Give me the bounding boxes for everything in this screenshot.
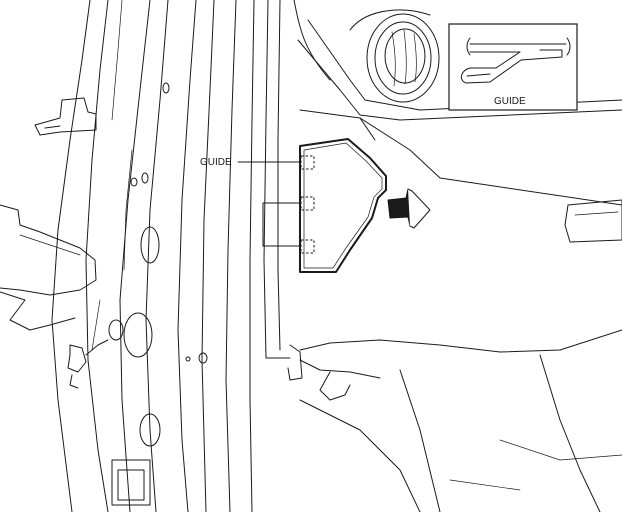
body-pillar	[51, 0, 255, 512]
guide-callout-label: GUIDE	[200, 157, 232, 168]
a-pillar-trim	[263, 0, 331, 381]
air-vent	[349, 9, 440, 103]
inset-guide-label: GUIDE	[494, 96, 526, 107]
side-cover-panel	[299, 138, 387, 273]
guide-callout-leaders	[237, 161, 302, 247]
guide-clip-detail	[460, 37, 571, 84]
guide-detail-inset: GUIDE	[448, 23, 578, 111]
left-bracket	[0, 97, 109, 389]
removal-direction-arrow-icon	[387, 188, 431, 229]
